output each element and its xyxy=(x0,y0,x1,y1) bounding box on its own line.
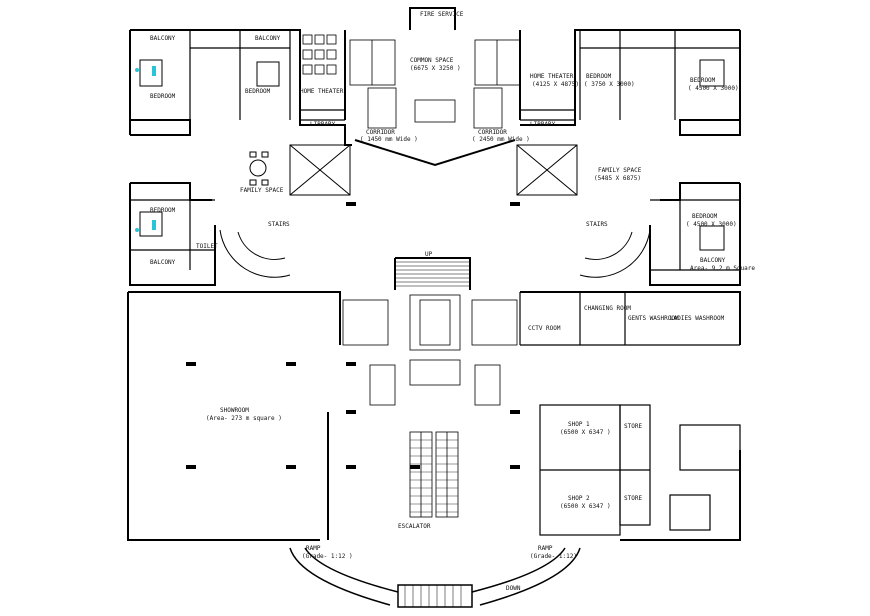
family-space-label-left: FAMILY SPACE xyxy=(240,187,284,194)
ramp-grade-left: (Grade- 1:12 ) xyxy=(302,553,353,560)
bedroom-label-4: BEDROOM xyxy=(690,77,716,84)
bedroom-label-1: BEDROOM xyxy=(150,93,176,100)
cyan-accents xyxy=(135,66,156,232)
bedroom-label-6: BEDROOM xyxy=(692,213,718,220)
ramp-label-right: RAMP xyxy=(538,545,553,552)
ramp-label-left: RAMP xyxy=(306,545,321,552)
balcony-area-4: Area- 9.2 m Square xyxy=(690,265,755,272)
curved-stairs xyxy=(219,229,651,278)
home-theater-label-right: HOME THEATER xyxy=(530,73,574,80)
shop1-label: SHOP 1 xyxy=(568,421,590,428)
bedroom-label-5: BEDROOM xyxy=(150,207,176,214)
ladies-washroom-label: LADIES WASHROOM xyxy=(670,315,725,322)
balcony-label-1: BALCONY xyxy=(150,35,176,42)
down-label: DOWN xyxy=(506,585,521,592)
stairs-label-left: STAIRS xyxy=(268,221,290,228)
shop1-dim: (6500 X 6347 ) xyxy=(560,429,611,436)
ramp-grade-right: (Grade- 1:12) xyxy=(530,553,577,560)
escalator-hatch xyxy=(410,439,458,513)
home-theater-label-left: HOME THEATER xyxy=(300,88,344,95)
corridor-dim-left: ( 1450 mm Wide ) xyxy=(360,136,418,143)
ground-stairs xyxy=(342,294,518,406)
common-space-dim: (6675 X 3250 ) xyxy=(410,65,461,72)
bedroom-label-2: BEDROOM xyxy=(245,88,271,95)
theater-seats xyxy=(302,34,337,75)
showroom-area: (Area- 273 m square ) xyxy=(206,415,282,422)
fire-service-label: FIRE SERVICE xyxy=(420,11,464,18)
columns xyxy=(186,202,520,469)
corridor-label-right: CORRIDOR xyxy=(478,129,507,136)
beds xyxy=(139,59,725,251)
ground-interior xyxy=(519,292,741,536)
showroom-label: SHOWROOM xyxy=(220,407,249,414)
library-label-right: LIBRARY xyxy=(530,121,556,128)
front-ramps xyxy=(289,547,581,608)
bedroom-dim-3: ( 3750 X 3000) xyxy=(584,81,635,88)
escalator-label: ESCALATOR xyxy=(398,523,431,530)
entry-steps xyxy=(404,585,462,607)
gents-washroom-label: GENTS WASHROOM xyxy=(628,315,679,322)
home-theater-dim: (4125 X 4875) xyxy=(532,81,579,88)
bedroom-dim-4: ( 4500 X 3000) xyxy=(688,85,739,92)
balcony-label-2: BALCONY xyxy=(255,35,281,42)
changing-room-label: CHANGING ROOM xyxy=(584,305,631,312)
upper-stairs xyxy=(349,39,521,129)
lift-shafts xyxy=(289,144,578,196)
ground-floor xyxy=(127,257,741,541)
corridor-label-left: CORRIDOR xyxy=(366,129,395,136)
upper-interior-walls xyxy=(130,30,740,271)
corridor-dim-right: ( 2450 mm Wide ) xyxy=(472,136,530,143)
store-label-1: STORE xyxy=(624,423,642,430)
dining-table xyxy=(249,151,269,186)
bedroom-dim-6: ( 4500 X 3000) xyxy=(686,221,737,228)
shop2-dim: (6500 X 6347 ) xyxy=(560,503,611,510)
stairs-label-right: STAIRS xyxy=(586,221,608,228)
family-space-label-right: FAMILY SPACE xyxy=(598,167,642,174)
up-label: UP xyxy=(425,251,433,258)
bedroom-label-3: BEDROOM xyxy=(586,73,612,80)
common-space-label: COMMON SPACE xyxy=(410,57,454,64)
stair-treads xyxy=(396,261,469,287)
shop2-label: SHOP 2 xyxy=(568,495,590,502)
family-space-dim-right: (5485 X 6875) xyxy=(594,175,641,182)
cctv-room-label: CCTV ROOM xyxy=(528,325,561,332)
balcony-label-4: BALCONY xyxy=(700,257,726,264)
store-label-2: STORE xyxy=(624,495,642,502)
balcony-label-3: BALCONY xyxy=(150,259,176,266)
library-label-left: LIBRARY xyxy=(310,121,336,128)
escalators xyxy=(409,431,459,518)
toilet-label: TOILET xyxy=(196,243,218,250)
